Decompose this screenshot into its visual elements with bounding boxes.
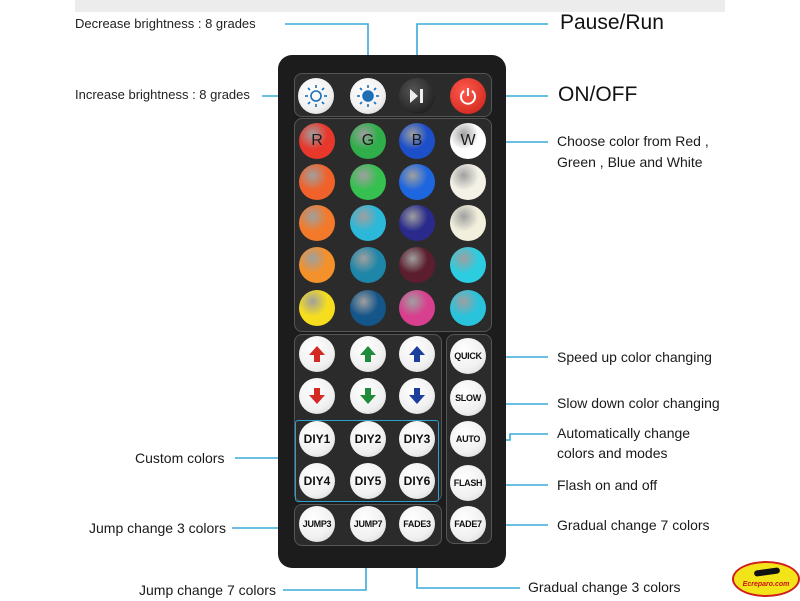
- green-up-button[interactable]: [350, 336, 386, 372]
- label-gradual3: Gradual change 3 colors: [528, 579, 681, 595]
- watermark-logo: Ecreparo.com: [732, 561, 800, 597]
- top-band: [75, 0, 725, 12]
- red-down-button[interactable]: [299, 378, 335, 414]
- up-arrow-icon: [409, 346, 425, 362]
- jump3-button[interactable]: JUMP3: [299, 506, 335, 542]
- label-on-off: ON/OFF: [558, 83, 638, 106]
- color-button-r4-c3[interactable]: [399, 247, 435, 283]
- label-speed-up: Speed up color changing: [557, 349, 712, 365]
- label-slow-down: Slow down color changing: [557, 395, 720, 411]
- color-button-r4-c2[interactable]: [350, 247, 386, 283]
- pause-run-button[interactable]: [399, 78, 435, 114]
- label-jump7: Jump change 7 colors: [139, 582, 276, 598]
- color-button-r4-c1[interactable]: [299, 247, 335, 283]
- label-decrease-brightness: Decrease brightness : 8 grades: [75, 16, 256, 31]
- blue-up-button[interactable]: [399, 336, 435, 372]
- brightness-down-button[interactable]: [350, 78, 386, 114]
- fade7-button[interactable]: FADE7: [450, 506, 486, 542]
- color-button-r1-c3[interactable]: B: [399, 123, 435, 159]
- color-letter: W: [460, 132, 476, 149]
- color-letter: R: [311, 132, 323, 149]
- label-choose-color-1: Choose color from Red ,: [557, 133, 709, 149]
- label-custom-colors: Custom colors: [135, 450, 225, 466]
- diy1-button[interactable]: DIY1: [299, 421, 335, 457]
- watermark-text: Ecreparo.com: [742, 580, 790, 588]
- down-arrow-icon: [409, 388, 425, 404]
- flash-button[interactable]: FLASH: [450, 465, 486, 501]
- label-jump3: Jump change 3 colors: [89, 520, 226, 536]
- color-button-r1-c4[interactable]: W: [450, 123, 486, 159]
- color-button-r3-c4[interactable]: [450, 205, 486, 241]
- auto-button[interactable]: AUTO: [450, 421, 486, 457]
- label-auto-1: Automatically change: [557, 425, 691, 441]
- color-button-r1-c1[interactable]: R: [299, 123, 335, 159]
- quick-button[interactable]: QUICK: [450, 338, 486, 374]
- color-button-r5-c3[interactable]: [399, 290, 435, 326]
- up-arrow-icon: [309, 346, 325, 362]
- color-button-r2-c4[interactable]: [450, 164, 486, 200]
- color-button-r2-c1[interactable]: [299, 164, 335, 200]
- slow-button[interactable]: SLOW: [450, 380, 486, 416]
- color-button-r3-c2[interactable]: [350, 205, 386, 241]
- color-button-r2-c3[interactable]: [399, 164, 435, 200]
- power-button[interactable]: [450, 78, 486, 114]
- label-gradual7: Gradual change 7 colors: [557, 517, 710, 533]
- fade3-button[interactable]: FADE3: [399, 506, 435, 542]
- diy5-button[interactable]: DIY5: [350, 463, 386, 499]
- sun-icon: [305, 85, 327, 107]
- color-button-r4-c4[interactable]: [450, 247, 486, 283]
- play-pause-icon: [410, 89, 423, 103]
- label-increase-brightness: Increase brightness : 8 grades: [75, 87, 250, 102]
- down-arrow-icon: [309, 388, 325, 404]
- color-button-r3-c3[interactable]: [399, 205, 435, 241]
- diy4-button[interactable]: DIY4: [299, 463, 335, 499]
- brightness-up-button[interactable]: [298, 78, 334, 114]
- diy3-button[interactable]: DIY3: [399, 421, 435, 457]
- color-button-r5-c4[interactable]: [450, 290, 486, 326]
- label-flash: Flash on and off: [557, 477, 658, 493]
- jump7-button[interactable]: JUMP7: [350, 506, 386, 542]
- color-button-r5-c2[interactable]: [350, 290, 386, 326]
- label-choose-color-2: Green , Blue and White: [557, 154, 703, 170]
- color-letter: G: [361, 132, 375, 149]
- red-up-button[interactable]: [299, 336, 335, 372]
- color-button-r5-c1[interactable]: [299, 290, 335, 326]
- color-button-r2-c2[interactable]: [350, 164, 386, 200]
- color-letter: B: [411, 132, 423, 149]
- blue-down-button[interactable]: [399, 378, 435, 414]
- color-button-r1-c2[interactable]: G: [350, 123, 386, 159]
- sun-icon: [357, 85, 379, 107]
- label-auto-2: colors and modes: [557, 445, 668, 461]
- label-pause-run: Pause/Run: [560, 11, 664, 34]
- logo-animal-icon: [753, 567, 781, 577]
- power-icon: [460, 88, 476, 105]
- green-down-button[interactable]: [350, 378, 386, 414]
- down-arrow-icon: [360, 388, 376, 404]
- diy2-button[interactable]: DIY2: [350, 421, 386, 457]
- diy6-button[interactable]: DIY6: [399, 463, 435, 499]
- up-arrow-icon: [360, 346, 376, 362]
- custom-colors-highlight: [295, 420, 439, 502]
- color-button-r3-c1[interactable]: [299, 205, 335, 241]
